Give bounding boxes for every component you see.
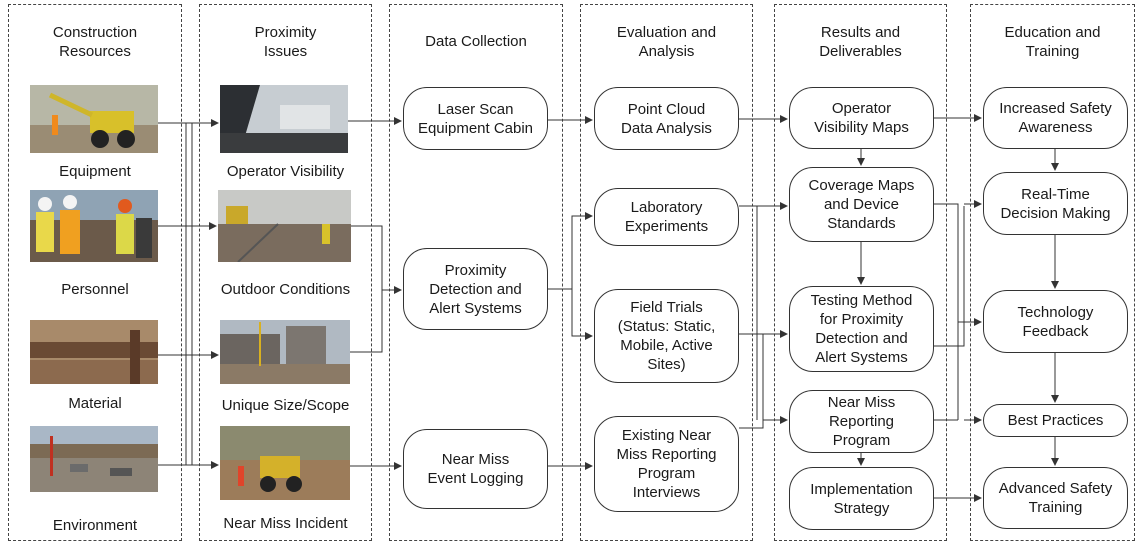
laser-scan-node: Laser Scan Equipment Cabin (403, 87, 548, 150)
visibility-maps-node: Operator Visibility Maps (789, 87, 934, 149)
column-education-training: Education and Training (970, 4, 1135, 541)
material-photo (30, 320, 158, 384)
near-miss-reporting-node: Near Miss Reporting Program (789, 390, 934, 453)
column-header: Results and Deliverables (819, 24, 902, 60)
column-header: Education and Training (1004, 24, 1101, 60)
near-miss-incident-photo (220, 426, 350, 500)
safety-awareness-node: Increased Safety Awareness (983, 87, 1128, 149)
equipment-label: Equipment (59, 163, 131, 180)
operator-visibility-label: Operator Visibility (226, 163, 345, 180)
operator-visibility-photo (220, 85, 348, 153)
field-trials-node: Field Trials (Status: Static, Mobile, Ac… (594, 289, 739, 383)
proximity-detection-node: Proximity Detection and Alert Systems (403, 248, 548, 330)
laboratory-experiments-node: Laboratory Experiments (594, 188, 739, 246)
personnel-photo (30, 190, 158, 262)
column-header: Construction Resources (52, 24, 138, 60)
point-cloud-node: Point Cloud Data Analysis (594, 87, 739, 150)
unique-size-photo (220, 320, 350, 384)
technology-feedback-node: Technology Feedback (983, 290, 1128, 353)
coverage-maps-node: Coverage Maps and Device Standards (789, 167, 934, 242)
column-construction-resources: Construction Resources (8, 4, 182, 541)
near-miss-incident-label: Near Miss Incident (223, 515, 348, 532)
column-header: Proximity Issues (254, 24, 317, 60)
advanced-training-node: Advanced Safety Training (983, 467, 1128, 529)
environment-label: Environment (52, 517, 138, 534)
outdoor-conditions-label: Outdoor Conditions (220, 281, 351, 298)
near-miss-interviews-node: Existing Near Miss Reporting Program Int… (594, 416, 739, 512)
testing-method-node: Testing Method for Proximity Detection a… (789, 286, 934, 372)
equipment-photo (30, 85, 158, 153)
column-header: Data Collection (425, 33, 527, 50)
real-time-decision-node: Real-Time Decision Making (983, 172, 1128, 235)
column-header: Evaluation and Analysis (616, 24, 717, 60)
near-miss-logging-node: Near Miss Event Logging (403, 429, 548, 509)
material-label: Material (68, 395, 122, 412)
best-practices-node: Best Practices (983, 404, 1128, 437)
environment-photo (30, 426, 158, 492)
personnel-label: Personnel (61, 281, 129, 298)
outdoor-conditions-photo (218, 190, 351, 262)
column-results-deliverables: Results and Deliverables (774, 4, 947, 541)
unique-size-label: Unique Size/Scope (221, 397, 350, 414)
implementation-strategy-node: Implementation Strategy (789, 467, 934, 530)
